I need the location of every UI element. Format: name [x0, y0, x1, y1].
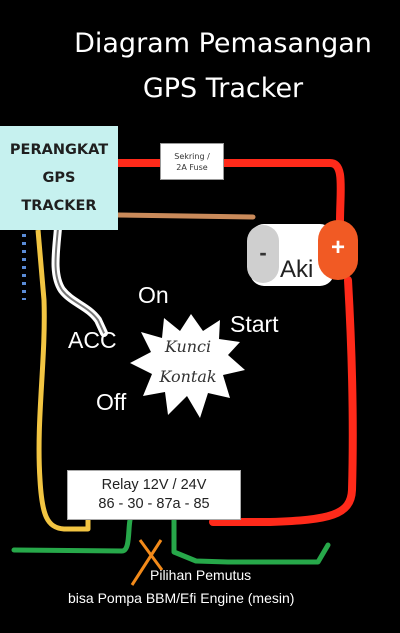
relay-wire-86: [35, 229, 91, 532]
diagram-title-line2: GPS Tracker: [142, 73, 304, 104]
device-label-line2: GPS: [42, 170, 76, 186]
relay-pins: 86 - 30 - 87a - 85: [98, 496, 210, 512]
battery-positive-terminal: +: [318, 220, 358, 280]
switch-start-label: Start: [230, 311, 279, 337]
ground-wire: [115, 212, 256, 220]
ignition-switch-icon: [130, 314, 245, 418]
positive-wire-relay: [209, 276, 357, 526]
gps-device-box: PERANGKAT GPS TRACKER: [0, 126, 118, 230]
fuse-label-line2: 2A Fuse: [176, 163, 208, 172]
footer-line2: bisa Pompa BBM/Efi Engine (mesin): [68, 590, 295, 606]
battery-negative-terminal: -: [247, 225, 279, 283]
device-label-line3: TRACKER: [21, 198, 97, 214]
ignition-key-label-line1: Kunci: [164, 337, 212, 356]
switch-acc-label: ACC: [68, 327, 117, 353]
device-label-line1: PERANGKAT: [9, 142, 109, 158]
relay-box: Relay 12V / 24V 86 - 30 - 87a - 85: [67, 470, 241, 520]
fuse-label-line1: Sekring /: [174, 152, 210, 161]
cut-wire: [11, 517, 331, 565]
diagram-title-line1: Diagram Pemasangan: [74, 28, 372, 59]
switch-off-label: Off: [96, 389, 127, 415]
ignition-key-label-line2: Kontak: [159, 367, 217, 386]
cut-mark-icon: [130, 539, 164, 586]
footer-line1: Pilihan Pemutus: [150, 567, 252, 583]
fuse-box: Sekring / 2A Fuse: [160, 143, 224, 180]
relay-label: Relay 12V / 24V: [101, 477, 207, 493]
positive-wire-fuse: [220, 159, 345, 226]
switch-on-label: On: [138, 282, 169, 308]
battery-label: Aki: [280, 256, 314, 283]
